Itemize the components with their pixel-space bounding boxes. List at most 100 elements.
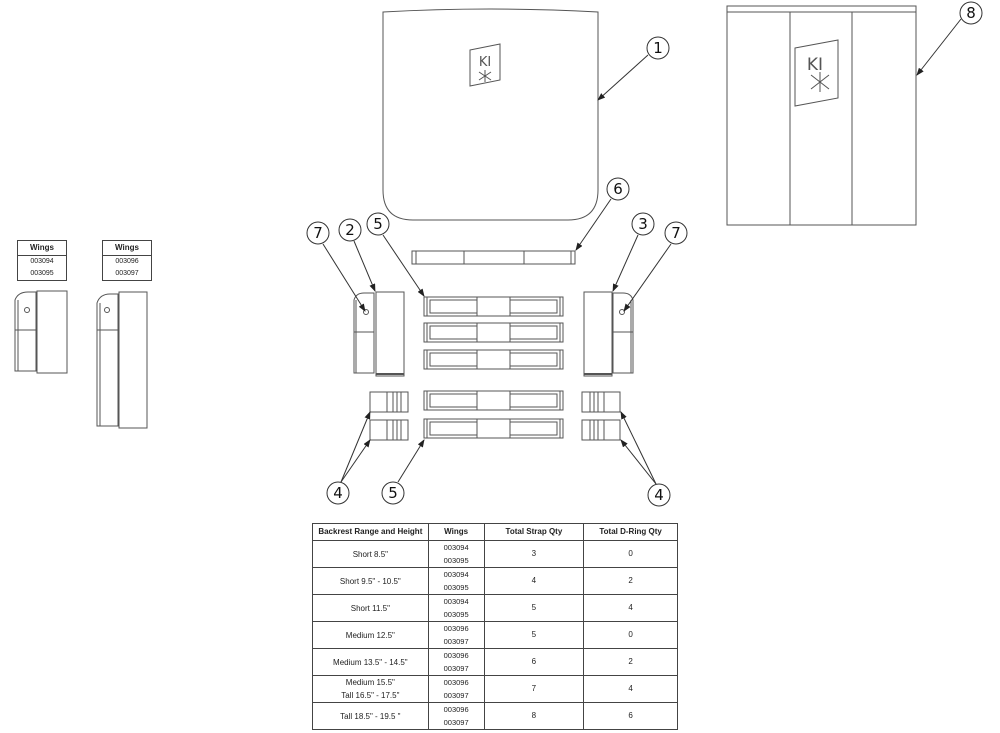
strap (423, 390, 564, 411)
balloon-8: 8 (959, 1, 983, 25)
range-text: Short 8.5" (352, 549, 388, 559)
strap-qty-cell: 4 (483, 567, 585, 595)
wing-id: 003096 (102, 255, 152, 268)
balloon-1: 1 (646, 36, 670, 60)
d-ring (581, 391, 621, 413)
dring-qty-cell: 2 (583, 648, 678, 676)
range-text: Medium 13.5" - 14.5" (333, 657, 408, 667)
range-text-2: Tall 16.5" - 17.5" (341, 691, 400, 700)
wing-id: 003095 (443, 610, 469, 619)
strap (423, 296, 564, 317)
wing-id: 003096 (443, 624, 469, 633)
dring-qty-cell: 4 (583, 594, 678, 622)
svg-text:8: 8 (966, 4, 976, 22)
strap-qty-cell: 6 (483, 648, 585, 676)
wings-cell: 003096 003097 (427, 702, 485, 730)
backrest-range-cell: Short 11.5" (312, 594, 429, 622)
wing-side-view-tall (96, 291, 148, 429)
wing-id: 003097 (443, 664, 469, 673)
wing-id: 003094 (443, 543, 469, 552)
d-rings-part-4 (369, 391, 621, 441)
svg-text:5: 5 (388, 484, 398, 502)
strap-qty-cell: 8 (483, 702, 585, 730)
svg-text:4: 4 (333, 484, 343, 502)
dring-qty-cell: 0 (583, 621, 678, 649)
wing-id: 003094 (443, 597, 469, 606)
strap-qty-cell: 5 (483, 594, 585, 622)
svg-text:3: 3 (638, 215, 648, 233)
balloon-5-bottom: 5 (381, 481, 405, 505)
range-text: Medium 12.5" (345, 630, 395, 640)
range-text: Short 9.5" - 10.5" (339, 576, 401, 586)
backrest-range-cell: Medium 12.5" (312, 621, 429, 649)
backrest-range-cell: Medium 15.5" Tall 16.5" - 17.5" (312, 675, 429, 703)
dring-qty-cell: 2 (583, 567, 678, 595)
ki-logo-icon: KI (794, 39, 839, 107)
wings-cell: 003096 003097 (427, 621, 485, 649)
d-ring-post-icon (619, 309, 625, 315)
wings-cell: 003094 003095 (427, 594, 485, 622)
d-ring (369, 419, 409, 441)
range-text: Tall 18.5" - 19.5 " (340, 711, 401, 721)
balloon-6: 6 (606, 177, 630, 201)
header-wings: Wings (427, 523, 485, 541)
logo-text: KI (807, 55, 823, 75)
wing-id: 003097 (443, 718, 469, 727)
range-text: Short 11.5" (350, 603, 390, 613)
d-ring (369, 391, 409, 413)
header-backrest-range: Backrest Range and Height (312, 523, 429, 541)
wing-part-2 (353, 291, 405, 377)
leader-lines (322, 18, 962, 485)
backrest-part-1: KI (382, 8, 599, 221)
wings-mini-table-tall: Wings 003096 003097 (102, 240, 152, 281)
dring-qty-cell: 6 (583, 702, 678, 730)
balloon-5-top: 5 (366, 212, 390, 236)
backrest-configuration-table: Backrest Range and Height Wings Total St… (312, 523, 678, 730)
mini-table-header: Wings (17, 240, 67, 256)
svg-text:7: 7 (671, 224, 681, 242)
dring-qty-cell: 0 (583, 540, 678, 568)
strap (423, 349, 564, 370)
straps-part-5 (423, 296, 564, 439)
svg-text:6: 6 (613, 180, 623, 198)
wings-cell: 003096 003097 (427, 675, 485, 703)
backrest-part-8: KI (726, 5, 917, 226)
balloon-7-right: 7 (664, 221, 688, 245)
logo-text: KI (479, 55, 491, 70)
ki-logo-icon: KI (469, 43, 501, 87)
header-dring-qty: Total D-Ring Qty (583, 523, 678, 541)
strap-qty-cell: 7 (483, 675, 585, 703)
balloon-7-left: 7 (306, 221, 330, 245)
balloon-4-right: 4 (647, 483, 671, 507)
svg-text:4: 4 (654, 486, 664, 504)
wings-cell: 003096 003097 (427, 648, 485, 676)
wings-mini-table-short: Wings 003094 003095 (17, 240, 67, 281)
wing-part-3 (583, 291, 634, 377)
wing-side-view-short (14, 290, 68, 374)
strap-part-6 (411, 250, 576, 265)
balloon-3: 3 (631, 212, 655, 236)
strap-qty-cell: 3 (483, 540, 585, 568)
balloon-4-left: 4 (326, 481, 350, 505)
wing-id: 003097 (443, 637, 469, 646)
range-text: Medium 15.5" (345, 678, 395, 687)
strap (423, 418, 564, 439)
wing-id: 003097 (443, 691, 469, 700)
wing-id: 003095 (17, 268, 67, 281)
svg-text:2: 2 (345, 221, 355, 239)
strap (423, 322, 564, 343)
dring-qty-cell: 4 (583, 675, 678, 703)
wing-id: 003094 (443, 570, 469, 579)
wing-id: 003096 (443, 678, 469, 687)
wing-id: 003096 (443, 705, 469, 714)
d-ring-post-icon (363, 309, 369, 315)
wing-id: 003096 (443, 651, 469, 660)
